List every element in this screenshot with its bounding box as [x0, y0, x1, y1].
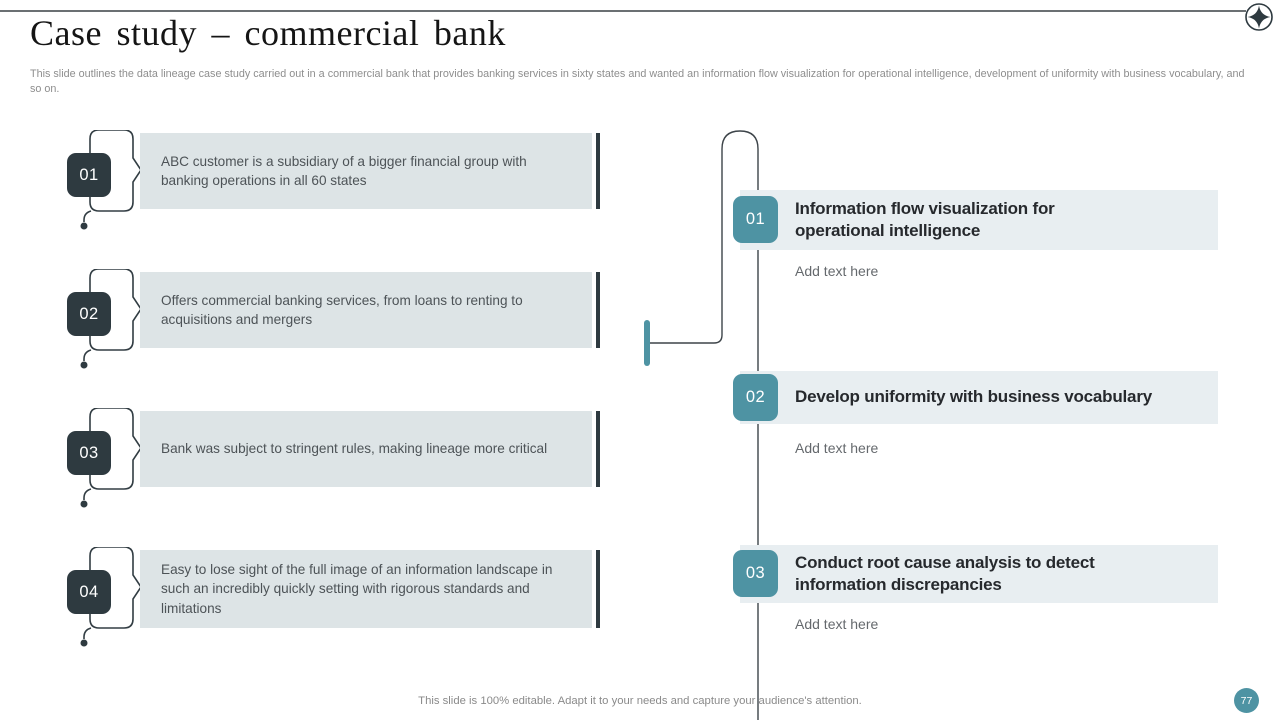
- goal-heading[interactable]: Conduct root cause analysis to detect in…: [795, 552, 1095, 594]
- footer-note: This slide is 100% editable. Adapt it to…: [418, 695, 862, 707]
- heading-band: [740, 545, 1218, 603]
- bracket-outline-icon: [80, 130, 142, 230]
- left-item-1: 01 ABC customer is a subsidiary of a big…: [60, 130, 608, 236]
- accent-bar: [596, 550, 600, 628]
- goal-number-badge: 01: [733, 196, 778, 243]
- compass-star-icon: [1245, 3, 1273, 31]
- bracket-outline-icon: [80, 269, 142, 369]
- step-number-badge: 04: [67, 570, 111, 614]
- accent-bar: [596, 272, 600, 348]
- heading-band: [740, 190, 1218, 250]
- accent-bar: [596, 411, 600, 487]
- page-number-badge: 77: [1234, 688, 1259, 713]
- step-number-badge: 03: [67, 431, 111, 475]
- slide-description: This slide outlines the data lineage cas…: [30, 68, 1245, 95]
- teal-tick-mark: [644, 320, 650, 366]
- step-text-box[interactable]: Bank was subject to stringent rules, mak…: [140, 411, 592, 487]
- left-item-2: 02 Offers commercial banking services, f…: [60, 269, 608, 375]
- add-text-placeholder[interactable]: Add text here: [795, 440, 879, 456]
- goal-heading[interactable]: Develop uniformity with business vocabul…: [795, 387, 1152, 407]
- right-item-1: 01 Information flow visualization for op…: [733, 190, 1220, 285]
- step-text-box[interactable]: ABC customer is a subsidiary of a bigger…: [140, 133, 592, 209]
- step-text-box[interactable]: Easy to lose sight of the full image of …: [140, 550, 592, 628]
- goal-number-badge: 03: [733, 550, 778, 597]
- step-number-badge: 01: [67, 153, 111, 197]
- right-item-3: 03 Conduct root cause analysis to detect…: [733, 545, 1220, 637]
- goal-heading[interactable]: Information flow visualization for opera…: [795, 198, 1055, 240]
- step-text-box[interactable]: Offers commercial banking services, from…: [140, 272, 592, 348]
- accent-bar: [596, 133, 600, 209]
- heading-band: [740, 371, 1218, 424]
- add-text-placeholder[interactable]: Add text here: [795, 616, 879, 632]
- page-title: Case study – commercial bank: [30, 13, 506, 53]
- bracket-outline-icon: [80, 408, 142, 508]
- bracket-outline-icon: [80, 547, 142, 647]
- step-number-badge: 02: [67, 292, 111, 336]
- add-text-placeholder[interactable]: Add text here: [795, 263, 879, 279]
- left-item-4: 04 Easy to lose sight of the full image …: [60, 547, 608, 653]
- top-decoration: [0, 3, 1273, 31]
- left-item-3: 03 Bank was subject to stringent rules, …: [60, 408, 608, 514]
- goal-number-badge: 02: [733, 374, 778, 421]
- right-item-2: 02 Develop uniformity with business voca…: [733, 371, 1220, 461]
